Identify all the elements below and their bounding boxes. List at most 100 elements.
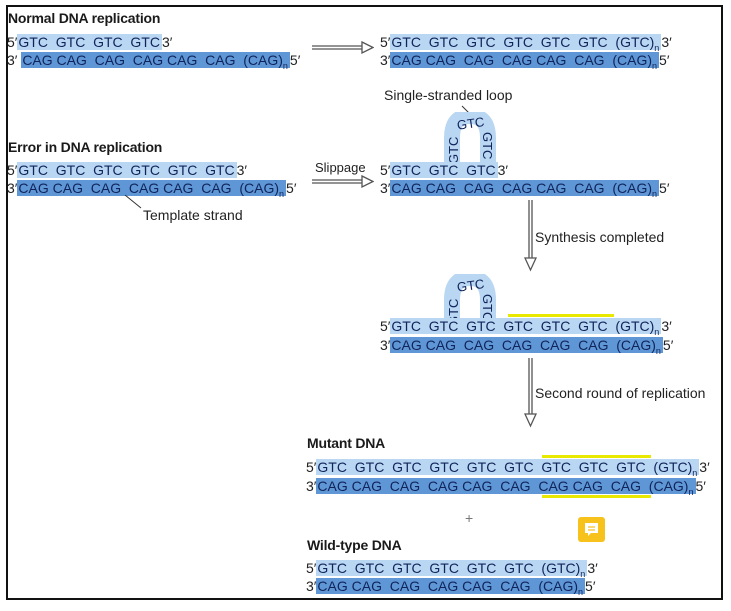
sequence-gtc: GTC GTC GTC GTC GTC GTC (GTC)n bbox=[390, 34, 662, 53]
five-prime-end: 5′ bbox=[695, 478, 706, 494]
three-prime-end: 3′ bbox=[661, 34, 672, 50]
sequence-text: CAG CAG CAG CAG CAG CAG (CAG) bbox=[317, 578, 579, 594]
sequence-cag: CAG CAG CAG CAG CAG CAG (CAG)n bbox=[390, 52, 660, 71]
arrow-down-icon bbox=[523, 358, 538, 428]
heading-mutant-dna: Mutant DNA bbox=[307, 435, 386, 451]
subscript-n: n bbox=[578, 587, 584, 597]
sequence-cag: CAG CAG CAG CAG CAG CAG (CAG)n bbox=[316, 578, 586, 597]
label-template-strand: Template strand bbox=[143, 207, 243, 223]
label-slippage: Slippage bbox=[315, 160, 366, 175]
five-prime-end: 5′ bbox=[659, 180, 670, 196]
loop-codon: GTC bbox=[446, 137, 461, 164]
five-prime-end: 5′ bbox=[289, 52, 301, 68]
sequence-text: CAG CAG CAG CAG CAG CAG (CAG) bbox=[391, 52, 653, 68]
subscript-n: n bbox=[655, 346, 661, 356]
three-prime-end: 3′ bbox=[7, 180, 18, 196]
three-prime-end: 3′ bbox=[306, 578, 317, 594]
heading-error-replication: Error in DNA replication bbox=[8, 139, 163, 155]
sequence-cag: CAG CAG CAG CAG CAG CAG (CAG)n bbox=[390, 180, 660, 199]
speech-bubble-icon bbox=[585, 523, 598, 536]
subscript-n: n bbox=[654, 327, 660, 337]
loop-codon: GTC bbox=[480, 132, 495, 159]
label-synthesis-completed: Synthesis completed bbox=[535, 229, 665, 245]
sequence-text: GTC GTC GTC GTC GTC GTC GTC GTC GTC (GTC… bbox=[317, 459, 693, 475]
sequence-text: CAG CAG CAG CAG CAG CAG (CAG) bbox=[22, 52, 283, 68]
five-prime-end: 5′ bbox=[306, 560, 317, 576]
label-single-stranded-loop: Single-stranded loop bbox=[384, 87, 513, 103]
label-second-round: Second round of replication bbox=[535, 385, 706, 401]
plus-sign: + bbox=[465, 510, 474, 526]
comment-note-icon[interactable] bbox=[578, 517, 605, 542]
three-prime-end: 3′ bbox=[380, 180, 391, 196]
sequence-text: CAG CAG CAG CAG CAG CAG (CAG) bbox=[18, 180, 280, 196]
loop-codon: GTC bbox=[480, 294, 495, 321]
sequence-gtc: GTC GTC GTC bbox=[390, 162, 498, 178]
three-prime-end: 3′ bbox=[661, 318, 672, 334]
sequence-cag: CAG CAG CAG CAG CAG CAG CAG CAG CAG (CAG… bbox=[316, 478, 696, 497]
subscript-n: n bbox=[692, 468, 698, 478]
sequence-cag: CAG CAG CAG CAG CAG CAG (CAG)n bbox=[17, 180, 287, 199]
sequence-gtc: GTC GTC GTC GTC GTC GTC (GTC)n bbox=[316, 560, 588, 579]
three-prime-end: 3′ bbox=[7, 52, 18, 68]
subscript-n: n bbox=[652, 189, 658, 199]
sequence-text: CAG CAG CAG CAG CAG CAG (CAG) bbox=[391, 180, 653, 196]
sequence-gtc: GTC GTC GTC GTC GTC GTC (GTC)n bbox=[390, 318, 662, 337]
sequence-text: GTC GTC GTC GTC GTC GTC (GTC) bbox=[391, 318, 655, 334]
five-prime-end: 5′ bbox=[286, 180, 297, 196]
sequence-text: GTC GTC GTC GTC GTC GTC (GTC) bbox=[391, 34, 655, 50]
heading-normal-replication: Normal DNA replication bbox=[8, 10, 161, 26]
diagram-frame bbox=[6, 5, 723, 600]
sequence-gtc: GTC GTC GTC GTC GTC GTC bbox=[17, 162, 237, 178]
leader-line bbox=[124, 194, 142, 209]
arrow-down-icon bbox=[523, 200, 538, 272]
loop-codon: GTC bbox=[456, 276, 485, 295]
highlight-bar bbox=[508, 314, 614, 317]
three-prime-end: 3′ bbox=[497, 162, 509, 178]
sequence-text: CAG CAG CAG CAG CAG CAG CAG CAG CAG (CAG… bbox=[317, 478, 689, 494]
arrow-right-icon bbox=[312, 40, 374, 55]
three-prime-end: 3′ bbox=[699, 459, 710, 475]
five-prime-end: 5′ bbox=[662, 337, 674, 353]
subscript-n: n bbox=[580, 569, 586, 579]
subscript-n: n bbox=[654, 43, 660, 53]
sequence-cag: CAG CAG CAG CAG CAG CAG (CAG)n bbox=[390, 337, 663, 356]
three-prime-end: 3′ bbox=[306, 478, 317, 494]
arrow-right-icon bbox=[312, 175, 374, 189]
five-prime-end: 5′ bbox=[380, 34, 391, 50]
mutant-top-strand: 5′GTC GTC GTC GTC GTC GTC GTC GTC GTC (G… bbox=[306, 459, 710, 478]
highlight-bar bbox=[542, 495, 651, 498]
sequence-cag: CAG CAG CAG CAG CAG CAG (CAG)n bbox=[21, 52, 290, 71]
subscript-n: n bbox=[688, 487, 694, 497]
five-prime-end: 5′ bbox=[380, 318, 391, 334]
five-prime-end: 5′ bbox=[659, 52, 670, 68]
sequence-text: CAG CAG CAG CAG CAG CAG (CAG) bbox=[391, 337, 656, 353]
three-prime-end: 3′ bbox=[380, 52, 391, 68]
subscript-n: n bbox=[652, 61, 658, 71]
sequence-gtc: GTC GTC GTC GTC bbox=[17, 34, 162, 50]
three-prime-end: 3′ bbox=[161, 34, 173, 50]
sequence-gtc: GTC GTC GTC GTC GTC GTC GTC GTC GTC (GTC… bbox=[316, 459, 700, 478]
three-prime-end: 3′ bbox=[587, 560, 598, 576]
subscript-n: n bbox=[282, 61, 288, 71]
highlight-bar bbox=[542, 455, 651, 458]
three-prime-end: 3′ bbox=[236, 162, 248, 178]
five-prime-end: 5′ bbox=[7, 34, 18, 50]
five-prime-end: 5′ bbox=[380, 162, 391, 178]
single-stranded-loop: GTC GTC GTC bbox=[444, 112, 496, 166]
five-prime-end: 5′ bbox=[7, 162, 18, 178]
sequence-text: GTC GTC GTC GTC GTC GTC (GTC) bbox=[317, 560, 581, 576]
subscript-n: n bbox=[279, 189, 285, 199]
mutant-bottom-strand: 3′CAG CAG CAG CAG CAG CAG CAG CAG CAG (C… bbox=[306, 478, 706, 497]
